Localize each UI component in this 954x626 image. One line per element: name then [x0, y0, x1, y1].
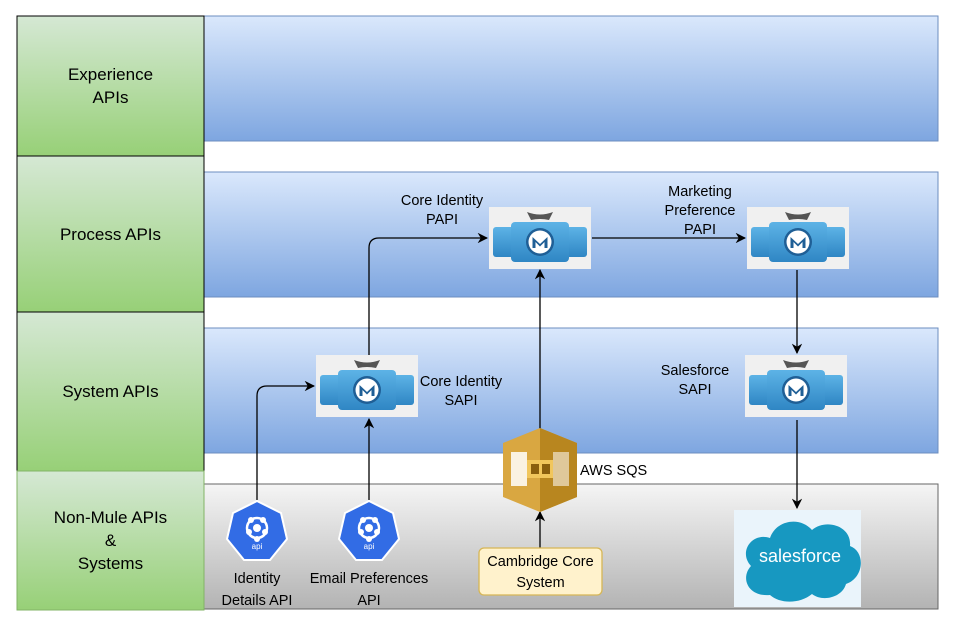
marketing-preference-papi-node[interactable]	[747, 207, 849, 269]
marketing-preference-papi-label: Marketing Preference PAPI	[664, 184, 736, 238]
salesforce-logo-text: salesforce	[759, 546, 841, 566]
lane-label-process: Process APIs	[59, 224, 162, 244]
aws-sqs-icon[interactable]	[503, 428, 577, 512]
edge-core-sapi-to-core-papi	[368, 232, 489, 356]
lane-label-system: System APIs	[62, 382, 159, 401]
lane-label-experience: Experience APIs	[67, 65, 154, 107]
non-mule-label-cell	[16, 470, 205, 611]
salesforce-sapi-node[interactable]	[745, 355, 847, 417]
aws-sqs-label: AWS SQS	[580, 463, 648, 479]
experience-label-cell	[16, 15, 205, 157]
edge-identity-to-core-sapi	[256, 380, 316, 500]
identity-api-icon-text: api	[252, 542, 263, 551]
salesforce-sapi-label: Salesforce SAPI	[660, 363, 730, 398]
core-identity-papi-label: Core Identity PAPI	[400, 193, 484, 228]
core-identity-sapi-node[interactable]	[316, 355, 418, 417]
system-label-cell	[16, 311, 205, 472]
identity-details-api-label: Identity Details API	[221, 571, 293, 609]
email-preferences-api-label: Email Preferences API	[309, 571, 429, 609]
cambridge-core-system-label: Cambridge Core System	[487, 554, 594, 591]
lane-label-non-mule: Non-Mule APIs & Systems	[53, 508, 168, 573]
salesforce-logo[interactable]	[734, 510, 861, 607]
cambridge-core-system-box[interactable]	[478, 547, 603, 596]
email-api-icon-text: api	[364, 542, 375, 551]
core-identity-sapi-label: Core Identity SAPI	[419, 374, 503, 409]
process-label-cell	[16, 155, 205, 313]
experience-band	[203, 15, 939, 142]
core-identity-papi-node[interactable]	[489, 207, 591, 269]
